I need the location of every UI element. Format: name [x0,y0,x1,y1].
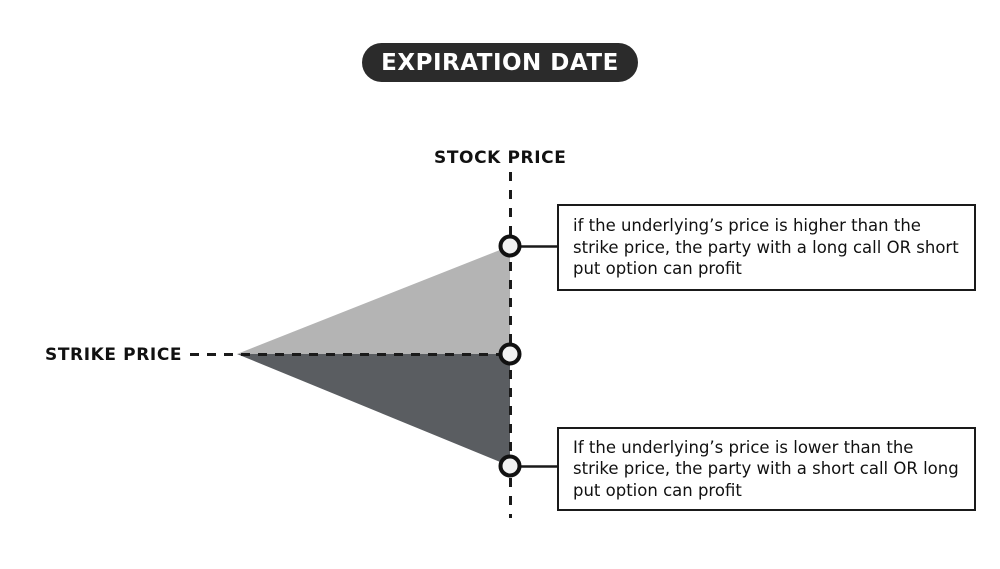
strike-price-label: STRIKE PRICE [45,345,183,365]
lower-payoff-point-marker [498,454,522,478]
callout-box-upper: if the underlying’s price is higher than… [557,204,976,291]
callout-lower-text: If the underlying’s price is lower than … [573,437,959,500]
stock-price-label: STOCK PRICE [434,148,567,168]
upper-profit-region [237,246,510,354]
page-title: EXPIRATION DATE [381,49,619,76]
upper-payoff-point-marker [498,234,522,258]
expiration-date-title-pill: EXPIRATION DATE [362,43,638,82]
callout-box-lower: If the underlying’s price is lower than … [557,427,976,511]
callout-upper-text: if the underlying’s price is higher than… [573,216,959,279]
lower-profit-region [237,354,510,466]
breakeven-point-marker [498,342,522,366]
